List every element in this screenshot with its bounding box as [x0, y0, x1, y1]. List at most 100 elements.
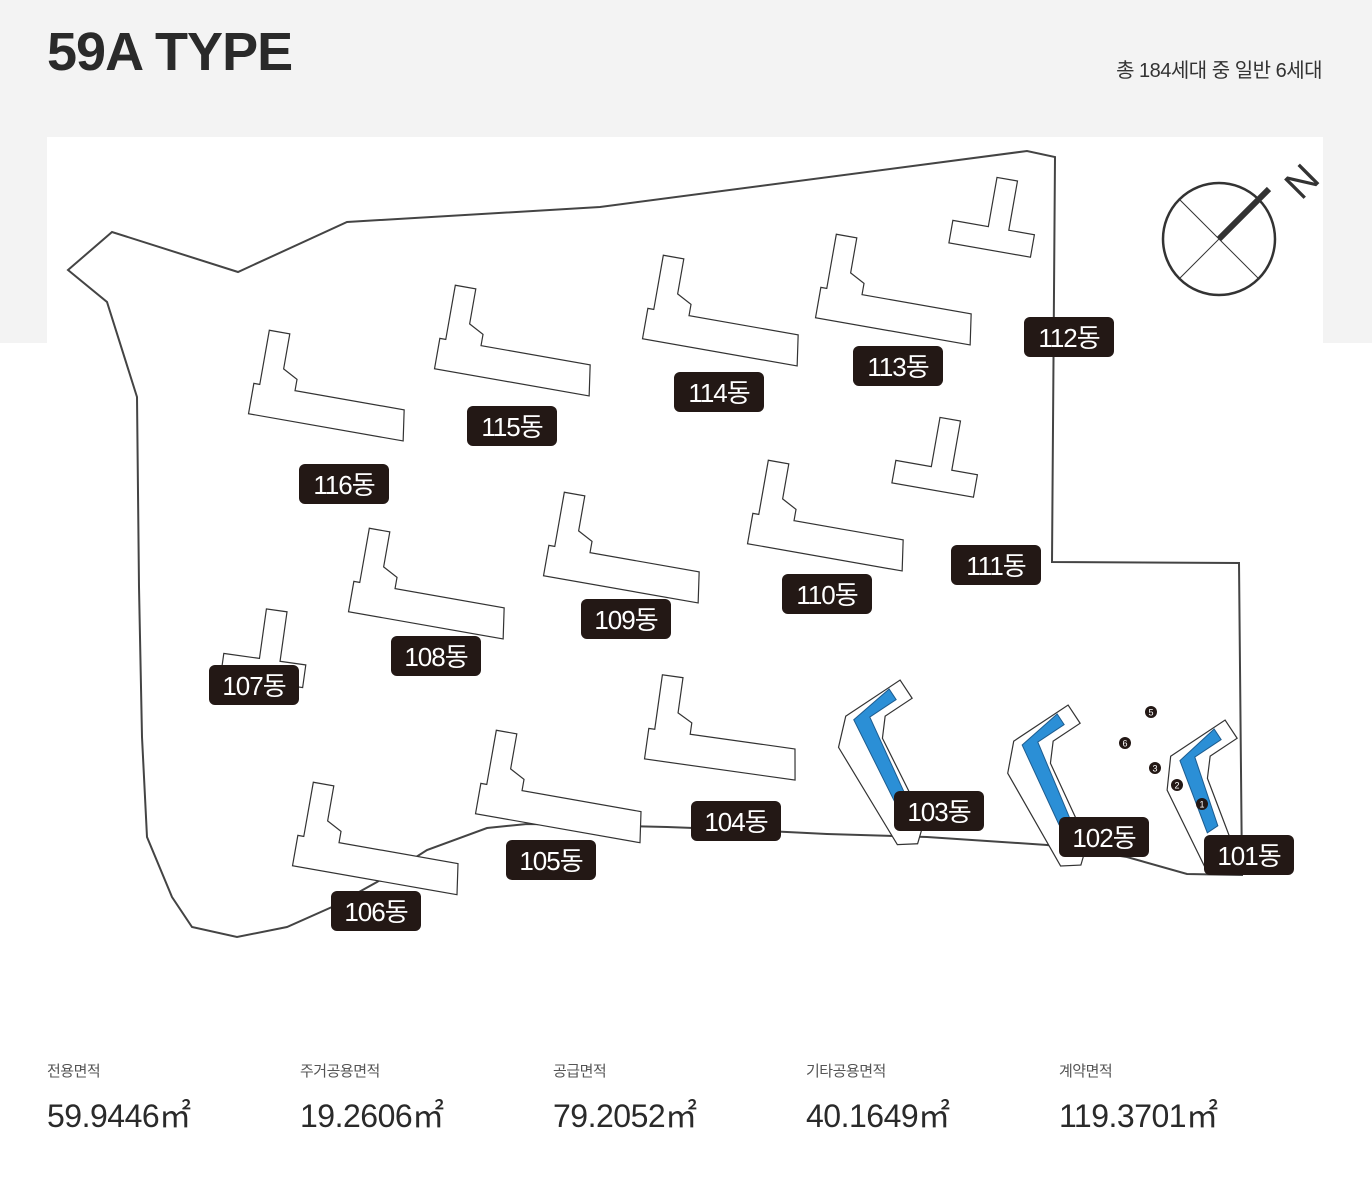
building-106[interactable]: 106동	[291, 781, 470, 931]
building-111[interactable]: 111동	[891, 413, 1041, 585]
building-label-text: 116동	[313, 470, 374, 500]
building-label-bg	[391, 636, 481, 676]
building-label-text: 102동	[1072, 823, 1135, 853]
building-label-bg	[506, 840, 596, 880]
footprint-inner	[435, 285, 590, 396]
building-102[interactable]: 102동	[973, 695, 1151, 873]
footprint-inner	[293, 782, 458, 895]
building-footprint	[948, 176, 1036, 258]
buildings-layer: 101동 102동 103동 104동 105동 106동 107동 108동 109동 110동…	[209, 173, 1299, 931]
building-label: 108동	[391, 636, 481, 676]
building-label-text: 114동	[688, 378, 749, 408]
area-label: 전용면적	[47, 1063, 101, 1080]
building-label: 110동	[782, 574, 872, 614]
building-105[interactable]: 105동	[474, 729, 653, 880]
building-label: 105동	[506, 840, 596, 880]
building-label-bg	[331, 891, 421, 931]
area-label: 계약면적	[1059, 1063, 1113, 1080]
footprint-inner	[249, 330, 404, 441]
area-stat: 주거공용면적 19.2606㎡	[300, 1060, 444, 1137]
unit-marker	[1196, 798, 1208, 810]
building-116[interactable]: 116동	[247, 329, 416, 504]
building-label: 101동	[1204, 835, 1294, 875]
highlighted-unit-area	[1179, 728, 1222, 834]
building-label-text: 108동	[404, 642, 467, 672]
building-101[interactable]: 101동	[1130, 710, 1299, 881]
building-label-bg	[782, 574, 872, 614]
building-label-text: 104동	[704, 807, 767, 837]
building-label: 103동	[894, 791, 984, 831]
building-104[interactable]: 104동	[643, 674, 805, 841]
area-stat: 기타공용면적 40.1649㎡	[806, 1060, 950, 1137]
building-label: 104동	[691, 801, 781, 841]
building-label-bg	[691, 801, 781, 841]
building-label-bg	[1024, 317, 1114, 357]
footprint-inner	[643, 255, 798, 366]
building-label: 114동	[674, 372, 764, 412]
building-110[interactable]: 110동	[746, 459, 915, 614]
building-footprint	[433, 284, 591, 397]
unit-marker	[1171, 779, 1183, 791]
building-label-bg	[853, 346, 943, 386]
footprint-inner	[949, 178, 1034, 257]
footprint-inner	[476, 730, 641, 843]
building-label-bg	[299, 464, 389, 504]
area-stat: 공급면적 79.2052㎡	[553, 1060, 697, 1137]
area-label: 기타공용면적	[806, 1063, 886, 1080]
building-112[interactable]: 112동	[948, 173, 1114, 357]
building-footprint	[746, 459, 904, 572]
building-footprint	[891, 416, 979, 498]
building-label-text: 109동	[594, 605, 657, 635]
building-label-bg	[674, 372, 764, 412]
building-footprint	[474, 729, 642, 844]
building-footprint	[291, 781, 459, 896]
building-label-bg	[209, 665, 299, 705]
unit-marker	[1149, 762, 1161, 774]
building-103[interactable]: 103동	[805, 670, 988, 852]
area-label: 주거공용면적	[300, 1063, 380, 1080]
building-113[interactable]: 113동	[814, 233, 983, 386]
north-label: N	[1276, 156, 1323, 208]
area-value: 79.2052㎡	[553, 1098, 697, 1134]
building-label-text: 106동	[344, 897, 407, 927]
footprint-inner	[645, 675, 795, 780]
area-stats: 전용면적 59.9446㎡ 주거공용면적 19.2606㎡ 공급면적 79.20…	[47, 1060, 1323, 1140]
building-label-text: 110동	[796, 580, 857, 610]
building-footprint	[1166, 719, 1238, 875]
building-label-text: 103동	[907, 797, 970, 827]
building-footprint	[542, 491, 700, 604]
building-label-text: 113동	[867, 352, 928, 382]
building-109[interactable]: 109동	[542, 491, 711, 639]
building-label: 115동	[467, 406, 557, 446]
building-label-bg	[894, 791, 984, 831]
area-stat: 전용면적 59.9446㎡	[47, 1060, 191, 1137]
unit-marker	[1145, 706, 1157, 718]
site-plan-map: N 101동 102동 103동 104동 105동 106동 107동 108동 109동 11…	[47, 137, 1323, 987]
building-108[interactable]: 108동	[347, 527, 516, 676]
site-plan-svg: N 101동 102동 103동 104동 105동 106동 107동 108동 109동 11…	[66, 149, 1323, 939]
footprint-inner	[349, 528, 504, 639]
compass-icon: N	[1161, 156, 1323, 297]
area-label: 공급면적	[553, 1063, 607, 1080]
building-107[interactable]: 107동	[209, 605, 311, 705]
area-value: 19.2606㎡	[300, 1098, 444, 1134]
building-label-bg	[467, 406, 557, 446]
area-value: 40.1649㎡	[806, 1098, 950, 1134]
unit-marker-number: 5	[1148, 708, 1153, 718]
building-label-bg	[951, 545, 1041, 585]
page-title: 59A TYPE	[47, 22, 293, 82]
unit-marker-number: 2	[1174, 781, 1179, 791]
building-114[interactable]: 114동	[641, 254, 810, 412]
building-footprint	[641, 254, 799, 367]
building-label-text: 107동	[222, 671, 285, 701]
footprint-inner	[544, 492, 699, 603]
building-footprint	[814, 233, 972, 346]
building-label-bg	[1204, 835, 1294, 875]
site-boundary	[66, 149, 1244, 939]
unit-marker	[1119, 737, 1131, 749]
area-value: 59.9446㎡	[47, 1098, 191, 1134]
building-115[interactable]: 115동	[433, 284, 602, 446]
building-label: 112동	[1024, 317, 1114, 357]
building-label-text: 112동	[1038, 323, 1099, 353]
building-label-text: 101동	[1217, 841, 1280, 871]
